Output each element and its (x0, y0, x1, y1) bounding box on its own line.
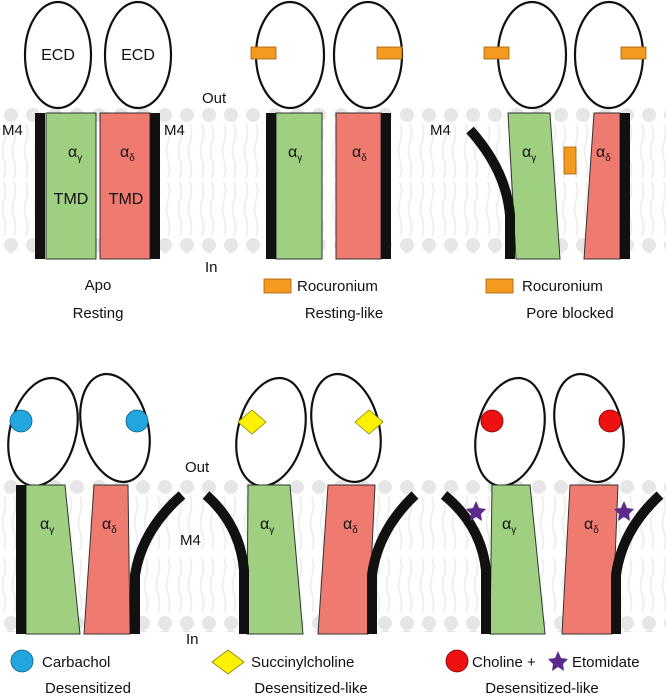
alpha-delta-label: αδ (584, 516, 599, 536)
m4-helix-left-tilted (466, 126, 515, 259)
m4-helix-right (620, 113, 630, 259)
legend-rocuronium-icon (485, 278, 514, 294)
in-label-bottom: In (186, 631, 199, 648)
rocuronium-marker (250, 46, 277, 60)
tmd-delta (317, 484, 376, 635)
alpha-delta-label: αδ (120, 144, 135, 164)
alpha-gamma-label: αγ (260, 516, 274, 536)
legend-ligand-label: Choline + (472, 654, 536, 671)
panel-apo: ECD ECD M4 M4 αγ αδ TMD TMD Apo Resting (2, 0, 185, 322)
state-label: Apo (85, 277, 112, 294)
state-label: Desensitized-like (254, 680, 367, 697)
legend-carbachol-icon (10, 649, 34, 673)
tmd-label-delta: TMD (109, 191, 144, 208)
state-label: Pore blocked (526, 305, 614, 322)
rocuronium-pore-marker (563, 146, 577, 175)
alpha-gamma-label: αγ (40, 516, 54, 536)
m4-helix-right-tilted (611, 491, 664, 634)
out-label-top: Out (202, 90, 227, 107)
panel-rocuronium-pore: M4 αγ αδ Rocuronium Pore blocked (430, 0, 647, 322)
ecd-delta (553, 372, 625, 484)
carbachol-marker (9, 409, 33, 433)
choline-marker (480, 409, 504, 433)
alpha-gamma-label: αγ (68, 144, 82, 164)
tmd-gamma (45, 112, 97, 260)
legend-ligand-label: Rocuronium (522, 278, 603, 295)
panel-rocuronium-resting: αγ αδ Rocuronium Resting-like (250, 0, 404, 322)
m4-label-left: M4 (2, 122, 23, 139)
ecd-delta (310, 372, 382, 484)
m4-label-right: M4 (164, 122, 185, 139)
rocuronium-marker (620, 46, 647, 60)
alpha-gamma-label: αγ (288, 144, 302, 164)
alpha-delta-label: αδ (596, 144, 611, 164)
m4-helix-left (266, 113, 276, 259)
etomidate-marker (614, 501, 634, 521)
ecd-gamma (7, 376, 79, 488)
m4-label: M4 (430, 122, 451, 139)
ecd-label-gamma: ECD (41, 47, 75, 64)
etomidate-marker (466, 501, 486, 521)
alpha-delta-label: αδ (343, 516, 358, 536)
legend-ligand-label: Rocuronium (297, 278, 378, 295)
panel-choline-etomidate: αγ αδ Choline + Etomidate Desensitized-l… (440, 372, 664, 697)
ecd-label-delta: ECD (121, 47, 155, 64)
ecd-delta (79, 372, 151, 484)
m4-helix-left (16, 485, 26, 634)
alpha-gamma-label: αγ (502, 516, 516, 536)
choline-marker (598, 409, 622, 433)
panel-succinylcholine: αγ αδ Succinylcholine Desensitized-like (202, 372, 419, 697)
state-label: Resting-like (305, 305, 383, 322)
legend-ligand-label: Succinylcholine (251, 654, 354, 671)
rocuronium-marker (483, 46, 510, 60)
alpha-delta-label: αδ (352, 144, 367, 164)
m4-helix-left (35, 113, 45, 259)
ecd-gamma (474, 376, 546, 488)
tmd-gamma (275, 112, 323, 260)
m4-helix-right (150, 113, 160, 259)
substate-label: Resting (73, 305, 124, 322)
succinylcholine-marker (237, 409, 267, 435)
tmd-delta (99, 112, 151, 260)
legend-etomidate-icon (548, 651, 568, 671)
legend-choline-icon (445, 649, 469, 673)
tmd-delta (561, 484, 619, 635)
alpha-gamma-label: αγ (522, 144, 536, 164)
tmd-delta (335, 112, 382, 260)
m4-helix-right-tilted (130, 491, 186, 634)
succinylcholine-marker (354, 409, 384, 435)
ecd-delta (103, 0, 173, 110)
m4-helix-right-tilted (367, 491, 419, 634)
legend-succinylcholine-icon (211, 649, 245, 675)
state-label: Desensitized-like (485, 680, 598, 697)
legend-ligand-label: Carbachol (42, 654, 110, 671)
m4-label-bottom: M4 (180, 532, 201, 549)
out-label-bottom: Out (185, 459, 210, 476)
in-label-top: In (205, 259, 218, 276)
legend-ligand-extra-label: Etomidate (572, 654, 640, 671)
state-label: Desensitized (45, 680, 131, 697)
alpha-delta-label: αδ (102, 516, 117, 536)
m4-helix-right (381, 113, 391, 259)
carbachol-marker (125, 409, 149, 433)
m4-helix-left-tilted (202, 491, 249, 634)
legend-rocuronium-icon (263, 278, 292, 294)
ecd-gamma (235, 376, 307, 488)
tmd-label-gamma: TMD (54, 191, 89, 208)
m4-helix-left-tilted (440, 491, 491, 634)
panel-carbachol: αγ αδ Carbachol Desensitized (7, 372, 186, 697)
rocuronium-marker (376, 46, 403, 60)
ecd-gamma (23, 0, 93, 110)
